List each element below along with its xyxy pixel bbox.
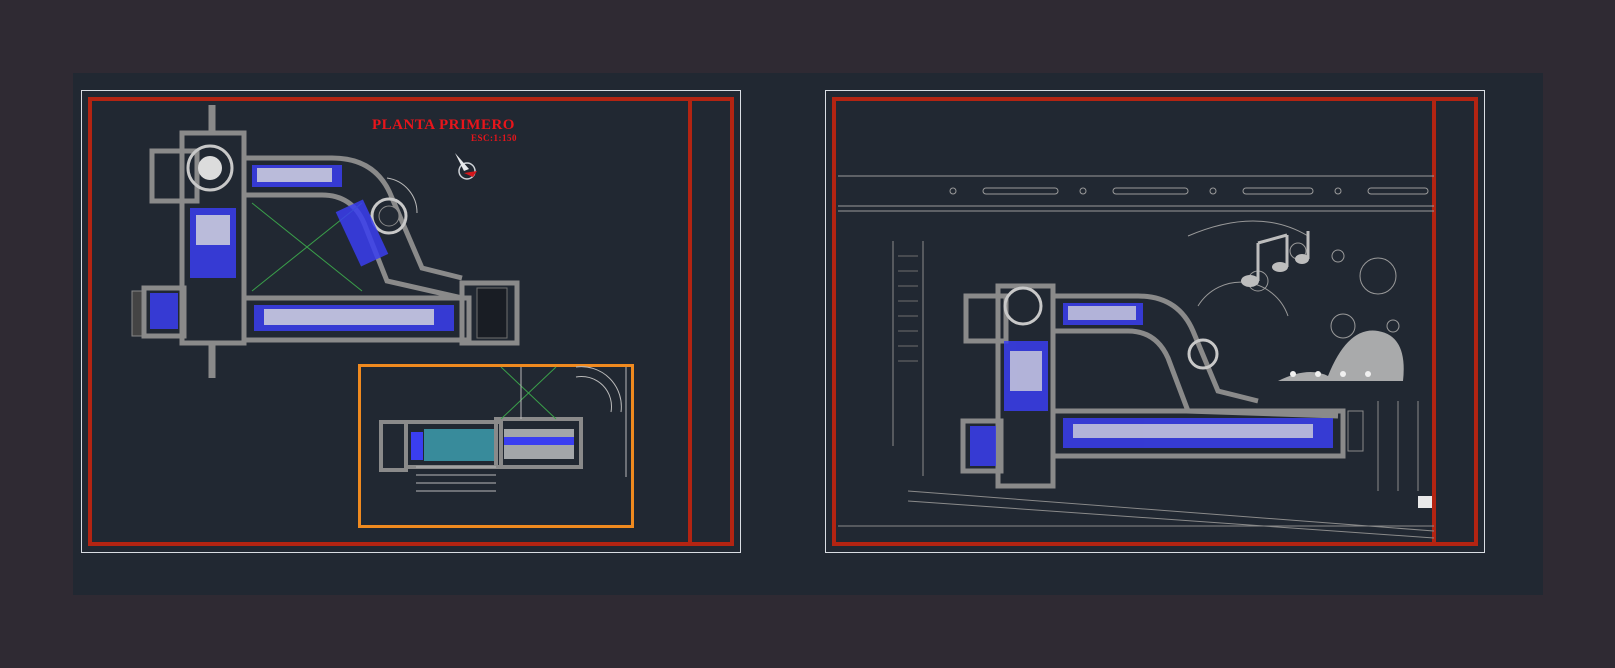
music-note-icon bbox=[1241, 231, 1310, 287]
drawing-title: PLANTA PRIMERO bbox=[372, 117, 515, 133]
sheet-left[interactable]: PLANTA PRIMERO ESC:1:150 bbox=[81, 90, 741, 553]
site-plan[interactable] bbox=[838, 146, 1435, 541]
detail-plan bbox=[379, 366, 627, 492]
title-block-frame-right bbox=[832, 97, 1478, 546]
floor-plan-first-floor[interactable] bbox=[131, 103, 532, 388]
cad-model-space[interactable]: PLANTA PRIMERO ESC:1:150 bbox=[73, 73, 1543, 595]
title-block-divider-right bbox=[1432, 99, 1436, 545]
title-block-divider-left bbox=[688, 99, 692, 545]
detail-viewport[interactable] bbox=[358, 364, 634, 528]
title-block-frame-left bbox=[88, 97, 734, 546]
sheet-marker bbox=[1418, 496, 1432, 508]
drawing-scale: ESC:1:150 bbox=[471, 133, 518, 143]
sheet-right[interactable] bbox=[825, 90, 1485, 553]
north-arrow-icon bbox=[455, 153, 477, 180]
